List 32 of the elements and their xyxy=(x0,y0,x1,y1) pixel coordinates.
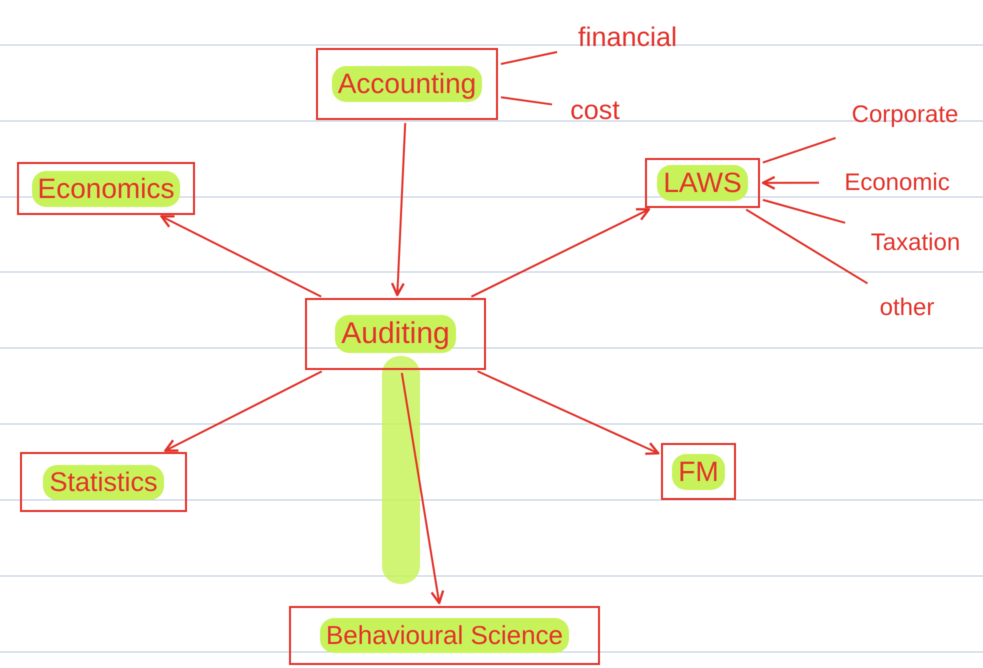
connector-line xyxy=(762,198,846,224)
arrow xyxy=(390,122,406,296)
box-label: Behavioural Science xyxy=(320,618,570,653)
box-label: FM xyxy=(672,454,725,490)
branch-label: cost xyxy=(569,94,621,127)
topic-box xyxy=(645,158,760,208)
topic-box xyxy=(20,452,187,512)
connector-line xyxy=(762,137,836,164)
box-label: Accounting xyxy=(332,66,482,102)
arrow xyxy=(470,208,650,298)
box-label: Statistics xyxy=(43,464,164,500)
branch-label: other xyxy=(878,292,936,322)
topic-box xyxy=(305,298,486,370)
branch-label: Economic xyxy=(843,168,951,198)
topic-box xyxy=(17,162,195,215)
branch-label: Corporate xyxy=(850,100,960,130)
box-label: Auditing xyxy=(335,315,456,353)
topic-box xyxy=(289,606,600,665)
box-label: Economics xyxy=(32,170,180,206)
connector-line xyxy=(500,51,558,65)
box-label: LAWS xyxy=(657,165,748,201)
arrow xyxy=(160,215,322,298)
arrow xyxy=(762,176,819,190)
arrow xyxy=(164,370,322,452)
connector-line xyxy=(500,96,552,106)
branch-label: financial xyxy=(576,20,678,54)
arrow xyxy=(477,370,660,455)
topic-box xyxy=(661,443,736,500)
topic-box xyxy=(316,48,498,120)
connector-line xyxy=(746,208,868,284)
arrow xyxy=(400,372,444,604)
branch-label: Taxation xyxy=(870,228,962,258)
